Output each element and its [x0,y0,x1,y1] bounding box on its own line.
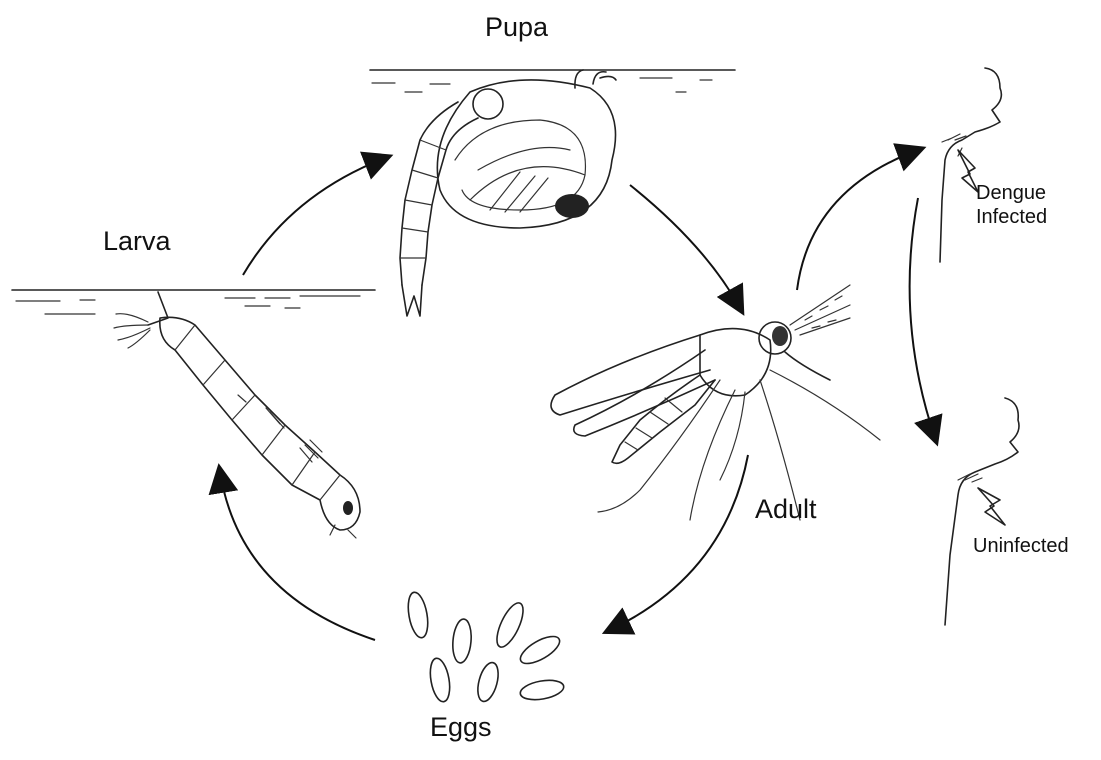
arrow-adult-to-eggs [610,455,748,630]
cycle-arrows [220,150,935,640]
human-profile-infected [940,68,1001,262]
egg [405,591,431,639]
eggs-label: Eggs [430,714,492,741]
egg [516,631,563,669]
human-profile-uninfected [945,398,1019,625]
larva-label: Larva [103,228,171,255]
egg [492,599,529,650]
egg [474,660,502,703]
dengue-label-line2: Infected [976,206,1047,230]
arrow-larva-to-pupa [243,158,385,275]
dengue-label-line1: Dengue [976,182,1047,206]
arrow-infected-to-uninfected [910,198,935,438]
egg [451,618,473,663]
egg [519,677,565,702]
larva-illustration [114,292,360,538]
uninfected-label: Uninfected [973,535,1069,559]
pupa-label: Pupa [485,14,548,41]
arrow-pupa-to-adult [630,185,740,308]
arrow-eggs-to-larva [220,472,375,640]
pupa-illustration [400,70,616,316]
adult-label: Adult [755,496,817,523]
arrow-adult-to-dengue-infected [797,150,918,290]
adult-mosquito-illustration [551,285,880,520]
larva-water-surface [12,290,375,314]
dengue-infected-label: Dengue Infected [976,182,1047,229]
eggs-illustration [405,591,565,704]
egg [427,657,452,703]
